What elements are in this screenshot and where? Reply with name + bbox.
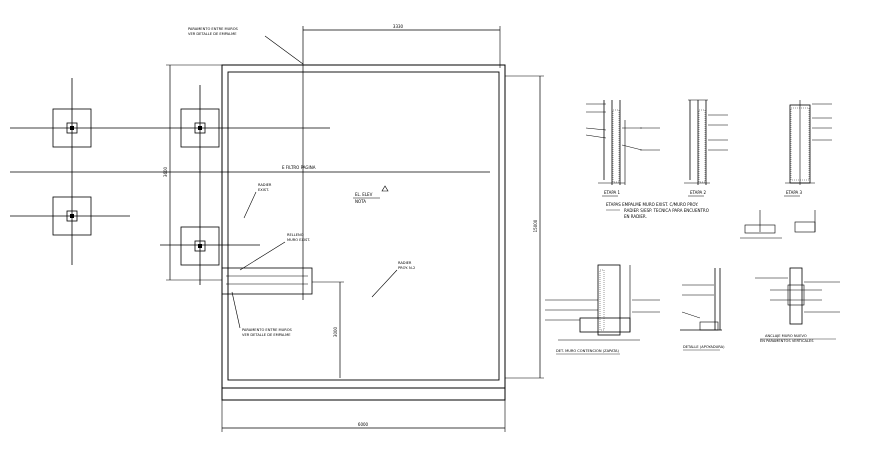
dim-right: 15000 — [533, 219, 538, 232]
footing — [52, 108, 92, 148]
bottom-note-line1: PARAMENTO ENTRE MUROS — [242, 328, 293, 332]
filtro-label: E FILTRO PAGINA — [282, 165, 316, 170]
elev-line1: EL. ELEV — [355, 192, 373, 197]
footing — [180, 108, 220, 148]
detail-cimiento: DET. MURO CONTENCION (ZAPATA) — [545, 264, 660, 355]
dim-inner: 3000 — [333, 326, 338, 337]
radier-right-line2: PROY. N-2 — [398, 266, 415, 270]
plan-outline — [221, 64, 506, 401]
det-detalle-label: DETALLE (APOYADURA) — [683, 345, 725, 349]
radier-left-line1: RADIER — [258, 183, 272, 187]
left-dimension: 3600 — [163, 64, 222, 281]
relleno-line2: MURO EXIST. — [287, 238, 310, 242]
detail-anclaje: ANCLAJE MURO NUEVO EN PARAMENTOS VERTICA… — [755, 267, 840, 343]
dim-top: 3330 — [393, 24, 404, 29]
top-dimension: 3330 — [302, 24, 501, 300]
detail-apoyadura: DETALLE (APOYADURA) — [680, 268, 725, 351]
plan-annotations: PARAMENTO ENTRE MUROS VER DETALLE DE EMP… — [188, 27, 415, 337]
footing — [180, 226, 220, 266]
caption-line3: EN RADIER. — [624, 214, 647, 219]
det-cimiento-label: DET. MURO CONTENCION (ZAPATA) — [556, 349, 620, 353]
det-anclaje-line1: ANCLAJE MURO NUEVO — [765, 334, 807, 338]
top-note-line2: VER DETALLE DE EMPALME — [188, 32, 237, 36]
etapa-1-label: ETAPA 1 — [604, 190, 621, 195]
radier-left-line2: EXIST. — [258, 188, 269, 192]
details-caption: ETAPAS EMPALME MURO EXIST. C/MURO PROY. … — [606, 202, 709, 219]
etapa-2-label: ETAPA 2 — [690, 190, 707, 195]
caption-line1: ETAPAS EMPALME MURO EXIST. C/MURO PROY. — [606, 202, 698, 207]
radier-right-line1: RADIER — [398, 261, 412, 265]
det-anclaje-line2: EN PARAMENTOS VERTICALES — [760, 339, 814, 343]
right-dimension: 15000 — [505, 75, 544, 379]
relleno-line1: RELLENO — [287, 233, 304, 237]
detail-etapa-2: ETAPA 2 — [684, 99, 728, 197]
footing — [52, 196, 92, 236]
elevation-marker-icon — [381, 185, 389, 192]
dim-left: 3600 — [163, 166, 168, 177]
detail-small — [740, 210, 816, 239]
caption-line2: RADIER S/ESP. TECNICA PARA ENCUENTRO — [624, 208, 709, 213]
bottom-dimension: 6000 — [221, 400, 506, 432]
top-note-line1: PARAMENTO ENTRE MUROS — [188, 27, 239, 31]
inner-dimension: 3000 — [312, 281, 344, 378]
elev-line2: NOTA — [355, 199, 366, 204]
detail-etapa-3: ETAPA 3 — [784, 100, 832, 197]
bottom-note-line2: VER DETALLE DE EMPALME — [242, 333, 291, 337]
etapa-3-label: ETAPA 3 — [786, 190, 803, 195]
dim-bottom: 6000 — [358, 422, 369, 427]
detail-etapa-1: ETAPA 1 — [585, 100, 660, 197]
